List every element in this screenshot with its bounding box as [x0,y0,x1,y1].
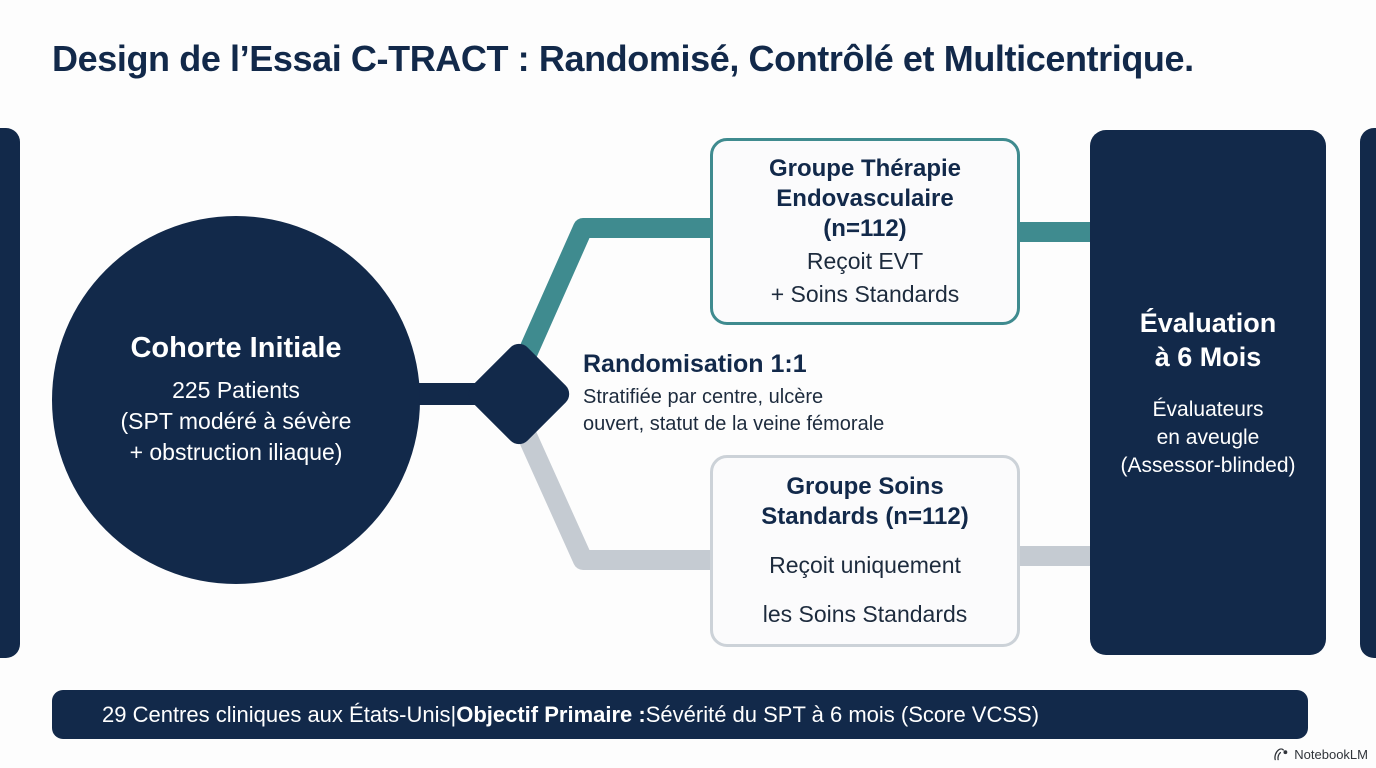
arm-title-line-2: Endovasculaire [776,184,954,212]
footer-banner: 29 Centres cliniques aux États-Unis | Ob… [52,690,1308,739]
arm-title-line-1: Groupe Thérapie [768,154,962,182]
evaluation-sub-line-2: en aveugle [1156,425,1260,449]
evaluation-sub-line-3: (Assessor-blinded) [1120,453,1296,477]
footer-objective-value: Sévérité du SPT à 6 mois (Score VCSS) [645,701,1040,727]
randomisation-detail-line-2: ouvert, statut de la veine fémorale [583,413,885,435]
connector-diamond-to-soc [510,415,712,570]
evaluation-panel: Évaluation à 6 Mois Évaluateurs en aveug… [1090,130,1326,655]
evaluation-sub-line-1: Évaluateurs [1152,397,1264,421]
arm-sample-size: (n=112) [823,214,907,242]
arm-desc-line-1: Reçoit uniquement [769,552,961,578]
randomisation-label: Randomisation 1:1 Stratifiée par centre,… [583,350,983,438]
footer-objective-label: Objectif Primaire : [456,701,646,727]
randomisation-diamond [463,338,575,450]
left-edge-bar [0,128,20,658]
cohort-criteria-line-1: (SPT modéré à sévère [120,408,352,434]
evaluation-title-line-1: Évaluation [1139,307,1277,338]
page-title: Design de l’Essai C-TRACT : Randomisé, C… [52,38,1194,79]
arm-desc-line-2: + Soins Standards [770,280,960,307]
notebooklm-watermark: NotebookLM [1274,747,1368,762]
arm-box-standard-care: Groupe Soins Standards (n=112) Reçoit un… [710,455,1020,647]
cohort-node: Cohorte Initiale 225 Patients (SPT modér… [52,216,420,584]
arm-title-line-1: Groupe Soins [786,473,944,500]
footer-centers: 29 Centres cliniques aux États-Unis [102,701,451,727]
evaluation-title-line-2: à 6 Mois [1154,341,1262,372]
right-edge-bar [1360,128,1376,658]
cohort-title: Cohorte Initiale [130,332,342,364]
cohort-criteria-line-2: + obstruction iliaque) [129,439,343,465]
arm-desc-line-1: Reçoit EVT [806,247,924,274]
footer-separator: | [450,701,457,727]
notebooklm-label: NotebookLM [1294,747,1368,762]
connector-diamond-to-evt [510,218,712,375]
arm-box-endovascular: Groupe Thérapie Endovasculaire (n=112) R… [710,138,1020,325]
arm-desc-line-2: les Soins Standards [762,601,968,627]
notebooklm-logo-icon [1274,748,1289,761]
arm-title-line-2: Standards (n=112) [761,503,969,530]
cohort-count: 225 Patients [172,377,300,403]
randomisation-detail-line-1: Stratifiée par centre, ulcère [583,386,824,408]
randomisation-title: Randomisation 1:1 [583,350,807,378]
